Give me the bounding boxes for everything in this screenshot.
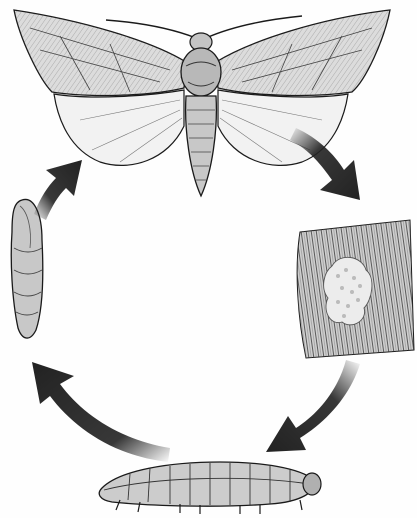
pupa-body [11,199,43,338]
arrow-caterpillar-to-pupa [32,362,170,462]
caterpillar-head [303,473,321,495]
egg-cluster [324,257,372,325]
caterpillar-larva [99,462,321,514]
arrow-eggs-to-caterpillar [266,360,360,452]
arrow-pupa-to-moth [34,160,82,220]
moth-hindwing-left [54,90,184,165]
pupa-chrysalis [11,199,43,338]
moth-abdomen [186,96,217,196]
moth-thorax [181,48,221,96]
egg-mass-on-bark [297,220,414,358]
